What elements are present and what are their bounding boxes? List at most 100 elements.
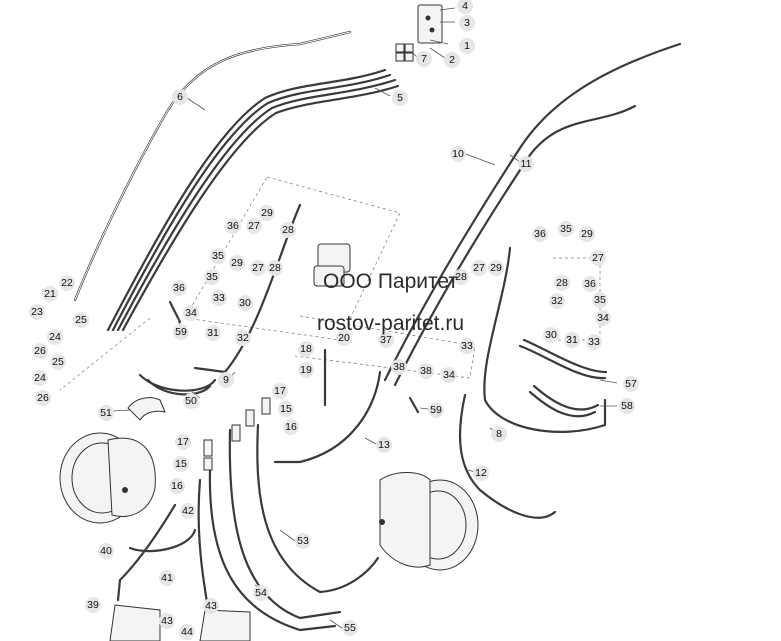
svg-text:38: 38 [393, 361, 405, 373]
svg-text:5: 5 [397, 92, 403, 104]
callout-36b: 36 [171, 280, 187, 296]
svg-text:42: 42 [182, 505, 194, 517]
callout-28b: 28 [267, 260, 283, 276]
svg-text:50: 50 [185, 395, 197, 407]
svg-text:22: 22 [61, 277, 73, 289]
svg-text:12: 12 [475, 467, 487, 479]
svg-text:44: 44 [181, 626, 193, 638]
hose-6 [73, 30, 352, 302]
svg-text:28: 28 [455, 271, 467, 283]
svg-text:19: 19 [300, 364, 312, 376]
svg-text:26: 26 [34, 345, 46, 357]
hose-40 [128, 528, 197, 553]
svg-text:36: 36 [227, 220, 239, 232]
svg-text:6: 6 [177, 91, 183, 103]
svg-text:23: 23 [31, 306, 43, 318]
svg-text:18: 18 [300, 343, 312, 355]
svg-text:35: 35 [206, 271, 218, 283]
hose-12 [458, 393, 557, 519]
callout-29d: 29 [579, 226, 595, 242]
callout-33c: 33 [586, 334, 602, 350]
callout-32a: 32 [235, 330, 251, 346]
callout-27a: 27 [246, 218, 262, 234]
callout-39: 39 [85, 597, 101, 613]
callout-19: 19 [298, 362, 314, 378]
svg-text:15: 15 [280, 403, 292, 415]
svg-text:38: 38 [420, 365, 432, 377]
callout-58: 58 [619, 398, 635, 414]
watermark-company: ООО Паритет [322, 270, 458, 293]
svg-text:43: 43 [161, 615, 173, 627]
callout-43b: 43 [203, 598, 219, 614]
svg-text:34: 34 [443, 369, 455, 381]
svg-text:3: 3 [464, 17, 470, 29]
svg-text:29: 29 [581, 228, 593, 240]
callout-15b: 15 [278, 401, 294, 417]
callout-41: 41 [159, 570, 175, 586]
callout-38b: 38 [418, 363, 434, 379]
callout-9: 9 [218, 372, 234, 388]
callout-16a: 16 [169, 478, 185, 494]
callout-29c: 29 [488, 260, 504, 276]
svg-text:10: 10 [452, 148, 464, 160]
svg-text:25: 25 [52, 356, 64, 368]
svg-text:16: 16 [171, 480, 183, 492]
svg-text:33: 33 [588, 336, 600, 348]
svg-text:59: 59 [430, 404, 442, 416]
callout-26a: 26 [32, 343, 48, 359]
svg-text:33: 33 [461, 340, 473, 352]
callout-36c: 36 [532, 226, 548, 242]
fittings-stack [203, 397, 271, 471]
callout-27c: 27 [471, 260, 487, 276]
callout-42: 42 [180, 503, 196, 519]
callout-35a: 35 [204, 269, 220, 285]
callout-33b: 33 [459, 338, 475, 354]
svg-text:16: 16 [285, 421, 297, 433]
svg-text:32: 32 [237, 332, 249, 344]
valve-block [395, 4, 443, 62]
svg-text:28: 28 [282, 224, 294, 236]
callout-30a: 30 [237, 295, 253, 311]
callout-36a: 36 [225, 218, 241, 234]
hose-55 [208, 468, 337, 632]
hose-8 [483, 246, 607, 433]
callout-25a: 25 [73, 312, 89, 328]
callout-34b: 34 [441, 367, 457, 383]
callout-35d: 35 [592, 292, 608, 308]
callout-8: 8 [491, 426, 507, 442]
callout-34a: 34 [183, 305, 199, 321]
callout-33a: 33 [211, 290, 227, 306]
svg-text:41: 41 [161, 572, 173, 584]
hydraulic-motor-left [59, 432, 156, 524]
distributor-block [313, 243, 351, 287]
svg-text:26: 26 [37, 392, 49, 404]
callout-13: 13 [376, 437, 392, 453]
svg-text:57: 57 [625, 378, 637, 390]
callout-27d: 27 [590, 250, 606, 266]
svg-text:17: 17 [177, 436, 189, 448]
svg-text:1: 1 [464, 40, 470, 52]
svg-text:34: 34 [597, 312, 609, 324]
callout-5: 5 [392, 90, 408, 106]
callout-36d: 36 [582, 276, 598, 292]
callout-34c: 34 [595, 310, 611, 326]
svg-text:39: 39 [87, 599, 99, 611]
svg-text:55: 55 [344, 622, 356, 634]
watermark-site: rostov-paritet.ru [316, 312, 465, 335]
callout-17a: 17 [175, 434, 191, 450]
rod-59-right [408, 396, 420, 414]
svg-text:34: 34 [185, 307, 197, 319]
svg-text:28: 28 [556, 277, 568, 289]
svg-text:31: 31 [207, 327, 219, 339]
callout-6: 6 [172, 89, 188, 105]
svg-text:33: 33 [213, 292, 225, 304]
callout-16b: 16 [283, 419, 299, 435]
callout-18: 18 [298, 341, 314, 357]
svg-text:58: 58 [621, 400, 633, 412]
svg-text:7: 7 [421, 53, 427, 65]
callout-3: 3 [459, 15, 475, 31]
svg-text:24: 24 [34, 372, 46, 384]
callout-12: 12 [473, 465, 489, 481]
callout-21: 21 [42, 286, 58, 302]
